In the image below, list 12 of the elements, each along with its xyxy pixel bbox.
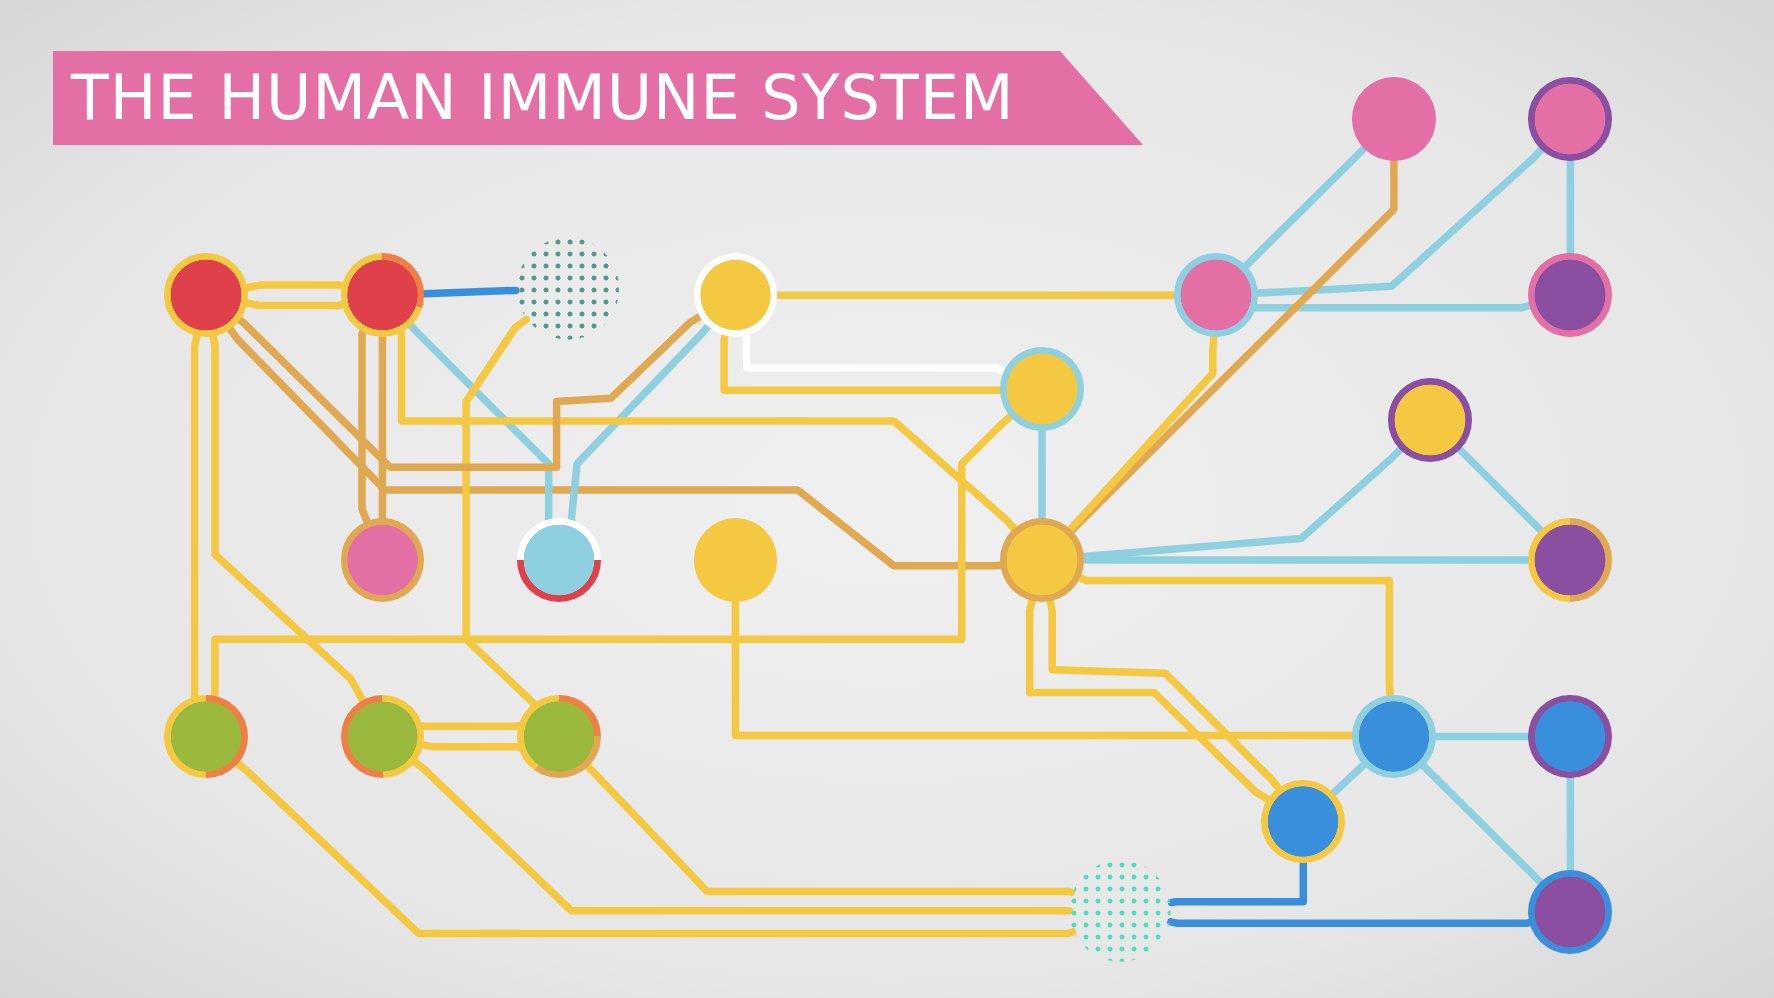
connector-line bbox=[1419, 762, 1545, 887]
connector-line bbox=[236, 313, 704, 472]
connector-line bbox=[1242, 144, 1368, 270]
title-banner: THE HUMAN IMMUNE SYSTEM bbox=[53, 51, 1143, 145]
connector-line bbox=[462, 315, 538, 708]
connector-line bbox=[358, 328, 371, 525]
connector-line bbox=[234, 759, 1077, 938]
connector-line bbox=[1455, 445, 1545, 535]
connector-line bbox=[1330, 761, 1368, 797]
connector-line bbox=[411, 758, 1073, 915]
connector-line bbox=[584, 762, 1076, 897]
circle-node bbox=[1388, 377, 1472, 462]
